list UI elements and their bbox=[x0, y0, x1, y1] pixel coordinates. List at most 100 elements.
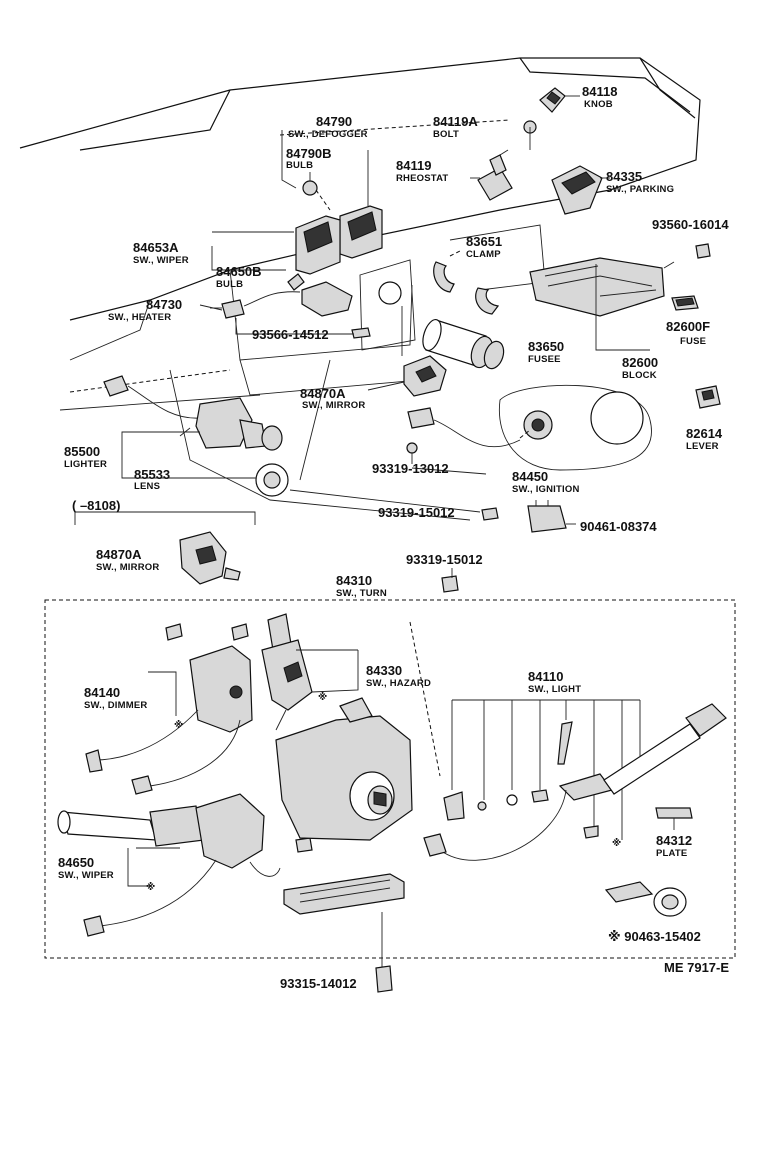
bolt-93560 bbox=[695, 243, 711, 259]
label-84119A-number: 84119A bbox=[433, 114, 478, 129]
label-84730-number: 84730 bbox=[146, 297, 182, 312]
label-84790-name: SW., DEFOGGER bbox=[288, 129, 368, 140]
label-84730-name: SW., HEATER bbox=[108, 312, 171, 323]
label-84312-name: PLATE bbox=[656, 848, 687, 859]
label-85533-number: 85533 bbox=[134, 467, 170, 482]
label-82600-number: 82600 bbox=[622, 355, 658, 370]
label-93315-number: 93315-14012 bbox=[280, 976, 357, 991]
label-84650-name: SW., WIPER bbox=[58, 870, 114, 881]
label-84790B-name: BULB bbox=[286, 160, 313, 171]
screw-93319-15012-b bbox=[441, 575, 459, 593]
connector-93315 bbox=[283, 873, 405, 993]
label-83650-name: FUSEE bbox=[528, 354, 561, 365]
label-93560-number: 93560-16014 bbox=[652, 217, 729, 232]
label-90461-number: 90461-08374 bbox=[580, 519, 657, 534]
fuse-block-82600 bbox=[529, 257, 675, 351]
label-93319-15012-a-number: 93319-15012 bbox=[378, 505, 455, 520]
lens-85533 bbox=[255, 463, 289, 497]
svg-text:※: ※ bbox=[174, 720, 183, 731]
fuse-82600F bbox=[671, 295, 699, 311]
wiper-switch-84650 bbox=[57, 793, 281, 937]
label-84870A-early-number: 84870A bbox=[96, 547, 142, 562]
label-84653A-number: 84653A bbox=[133, 240, 179, 255]
knob-84118 bbox=[539, 87, 580, 113]
label-84119-name: RHEOSTAT bbox=[396, 173, 448, 184]
label-85533-name: LENS bbox=[134, 481, 160, 492]
screw-93566 bbox=[351, 327, 371, 339]
label-83651-name: CLAMP bbox=[466, 249, 501, 260]
bulb-84650B bbox=[287, 273, 305, 291]
label-84650B-name: BULB bbox=[216, 279, 243, 290]
label-93319-13012-number: 93319-13012 bbox=[372, 461, 449, 476]
label-84140-number: 84140 bbox=[84, 685, 120, 700]
label-84450-name: SW., IGNITION bbox=[512, 484, 580, 495]
hazard-switch-84330: ※ bbox=[261, 613, 327, 731]
label-85500-name: LIGHTER bbox=[64, 459, 107, 470]
label-82614-name: LEVER bbox=[686, 441, 719, 452]
label-84790B-number: 84790B bbox=[286, 146, 332, 161]
svg-text:※: ※ bbox=[318, 692, 327, 703]
label-84450-number: 84450 bbox=[512, 469, 548, 484]
label-84330-name: SW., HAZARD bbox=[366, 678, 431, 689]
label-84335-number: 84335 bbox=[606, 169, 642, 184]
reference-code: ME 7917-E bbox=[664, 960, 729, 975]
label-90463-number: ※ 90463-15402 bbox=[608, 929, 701, 944]
label-84310-number: 84310 bbox=[336, 573, 372, 588]
label-84330-number: 84330 bbox=[366, 663, 402, 678]
heater-switch-84730 bbox=[210, 281, 353, 319]
label-82600F-number: 82600F bbox=[666, 319, 710, 334]
rheostat-84119 bbox=[470, 149, 513, 201]
dimmer-switch-84140 bbox=[85, 645, 253, 795]
label-84119A-name: BOLT bbox=[433, 129, 459, 140]
mirror-switch-84870A bbox=[403, 355, 447, 397]
lighter-85500 bbox=[103, 375, 283, 451]
label-84650-number: 84650 bbox=[58, 855, 94, 870]
wiper-switch-84653A bbox=[295, 215, 341, 275]
turn-switch-body-84310 bbox=[275, 621, 441, 841]
label-85500-number: 85500 bbox=[64, 444, 100, 459]
label-93566-number: 93566-14512 bbox=[252, 327, 329, 342]
label-84335-name: SW., PARKING bbox=[606, 184, 674, 195]
label-84110-number: 84110 bbox=[528, 669, 563, 684]
ignition-switch-84450 bbox=[407, 407, 553, 448]
label-83651-number: 83651 bbox=[466, 234, 502, 249]
label-84118-name: KNOB bbox=[584, 99, 613, 110]
bulb-84790B bbox=[302, 172, 331, 211]
label-83650-number: 83650 bbox=[528, 339, 564, 354]
bolt-84119A bbox=[523, 120, 537, 150]
part-labels: 84118 KNOB 84119A BOLT 84790 SW., DEFOGG… bbox=[58, 84, 729, 991]
plate-84312 bbox=[655, 807, 693, 830]
lever-82614 bbox=[695, 385, 721, 409]
svg-text:※: ※ bbox=[612, 838, 621, 849]
bracket-90461 bbox=[527, 500, 567, 533]
label-93319-15012-b-number: 93319-15012 bbox=[406, 552, 483, 567]
label-84312-number: 84312 bbox=[656, 833, 692, 848]
defogger-switch-84790 bbox=[339, 150, 383, 259]
label-82600-name: BLOCK bbox=[622, 370, 657, 381]
label-82600F-name: FUSE bbox=[680, 336, 706, 347]
svg-text:※: ※ bbox=[146, 882, 155, 893]
label-84870A-early-name: SW., MIRROR bbox=[96, 562, 159, 573]
light-switch-84110: ※ bbox=[423, 699, 727, 861]
label-84650B-number: 84650B bbox=[216, 264, 262, 279]
screw-93319-15012-a bbox=[481, 507, 499, 521]
turn-switch-assembly-box bbox=[44, 599, 736, 959]
fusee-83650 bbox=[422, 318, 505, 370]
label-range: ( –8108) bbox=[72, 498, 120, 513]
label-84118-number: 84118 bbox=[582, 84, 617, 99]
small-screws bbox=[165, 623, 313, 853]
clamp-83651 bbox=[433, 249, 500, 315]
label-84140-name: SW., DIMMER bbox=[84, 700, 147, 711]
label-84110-name: SW., LIGHT bbox=[528, 684, 581, 695]
mirror-switch-84870A-early bbox=[74, 511, 256, 585]
leader-lines bbox=[121, 130, 576, 887]
label-84870A-name: SW., MIRROR bbox=[302, 400, 365, 411]
clamp-90463 bbox=[604, 881, 687, 917]
label-84310-name: SW., TURN bbox=[336, 588, 387, 599]
parking-switch-84335 bbox=[551, 165, 610, 215]
label-84119-number: 84119 bbox=[396, 158, 431, 173]
label-84653A-name: SW., WIPER bbox=[133, 255, 189, 266]
label-82614-number: 82614 bbox=[686, 426, 723, 441]
